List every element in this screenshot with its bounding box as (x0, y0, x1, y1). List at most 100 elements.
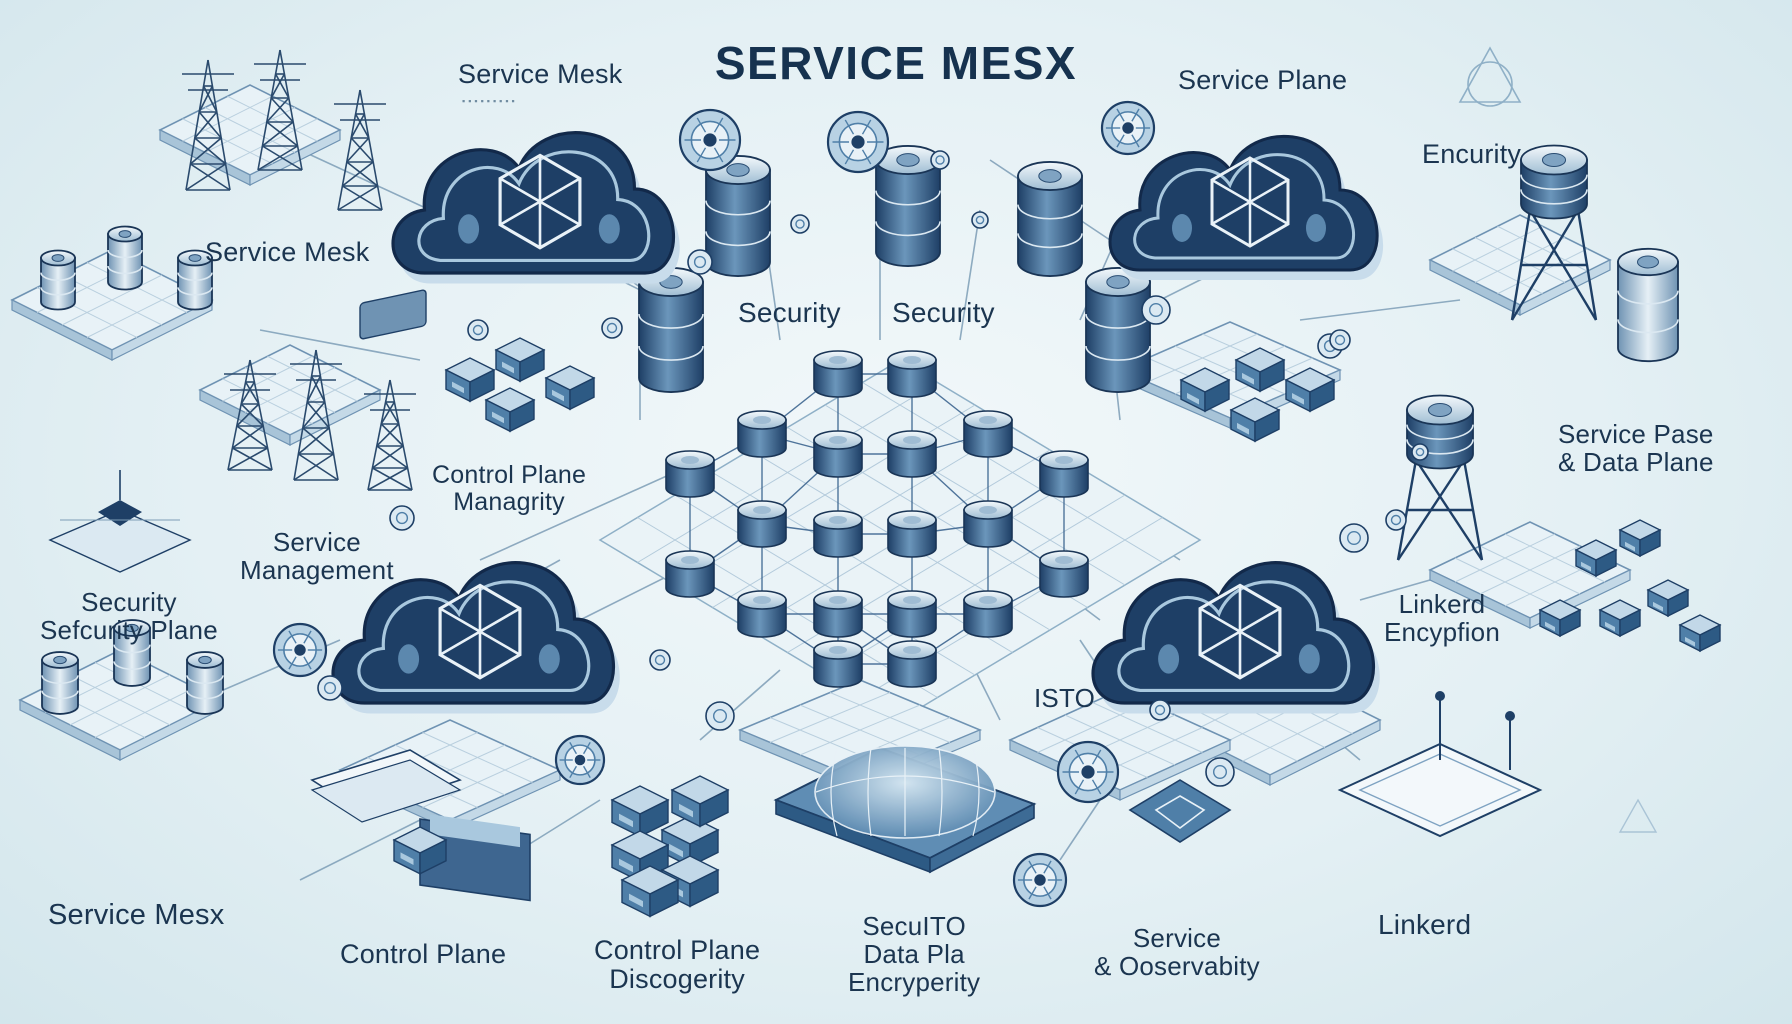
mesh-node-icon (887, 350, 937, 398)
server-box-icon (1234, 347, 1286, 393)
server-rack-icon (610, 785, 670, 838)
security-plane-icon (48, 470, 192, 573)
database-cylinder-icon (40, 249, 76, 311)
water-tower-icon (1510, 209, 1598, 321)
server-rack-icon (1646, 579, 1690, 618)
decorative-triangle-icon (1458, 46, 1522, 107)
mesh-node-icon (887, 640, 937, 688)
connector-line (959, 209, 981, 341)
label-line: Linkerd (1398, 589, 1486, 619)
document-stack-icon (310, 749, 531, 902)
database-cylinder-icon (1617, 247, 1679, 363)
database-cylinder-icon (186, 651, 224, 715)
small-node-icon (1149, 699, 1171, 721)
label-control-plane-discogerity: Control Plane Discogerity (594, 935, 761, 994)
cargo-box-icon (392, 826, 448, 875)
small-node-icon (790, 214, 810, 234)
database-cylinder-icon (1017, 161, 1083, 277)
connector-line (519, 799, 601, 851)
connector-line (299, 149, 431, 211)
server-rack-icon (670, 775, 730, 828)
cloud-icon (331, 561, 620, 714)
server-rack-icon (1618, 519, 1662, 558)
label-line: Control Plane (594, 935, 761, 965)
small-node-icon (1141, 295, 1171, 325)
server-box-icon (494, 337, 546, 383)
target-icon (1100, 100, 1156, 156)
diagram-title: SERVICE MESX (714, 37, 1078, 89)
mesh-node-icon (963, 500, 1013, 548)
small-node-icon (930, 150, 950, 170)
label-linkerd-encyption: Linkerd Encypfion (1384, 590, 1500, 646)
mesh-node-icon (737, 500, 787, 548)
water-tower-icon (1396, 459, 1484, 561)
small-node-icon (317, 675, 343, 701)
database-cylinder-icon (107, 225, 143, 291)
transmission-tower-icon (334, 89, 386, 211)
mesh-node-icon (813, 430, 863, 478)
mesh-node-icon (963, 590, 1013, 638)
connector-line (479, 469, 681, 561)
mesh-node-icon (1039, 550, 1089, 598)
label-control-plane: Control Plane (340, 939, 507, 969)
connector-line (1059, 799, 1101, 861)
target-icon (1056, 740, 1120, 804)
transmission-tower-icon (364, 379, 416, 491)
gear-icon (678, 108, 742, 172)
mesh-node-icon (737, 410, 787, 458)
mesh-node-icon (887, 590, 937, 638)
share-node-icon (272, 622, 328, 678)
gear-icon (1012, 852, 1068, 908)
label-line: SecuITO (862, 911, 966, 941)
tower-tank-icon (1520, 144, 1588, 220)
database-cylinder-icon (113, 619, 151, 687)
tiny-text-marks: ▪▪▪▪▪▪▪▪▪ (462, 96, 518, 106)
database-cylinder-icon (41, 651, 79, 715)
small-node-icon (971, 211, 989, 229)
label-service-observability: Service & Ooservabity (1094, 924, 1260, 980)
mesh-node-icon (887, 510, 937, 558)
transmission-tower-icon (182, 59, 234, 191)
small-node-icon (1205, 757, 1235, 787)
transmission-tower-icon (224, 359, 276, 471)
small-node-icon (389, 505, 415, 531)
small-node-icon (649, 649, 671, 671)
label-line: Encryperity (848, 967, 981, 998)
label-linkerd: Linkerd (1378, 909, 1472, 940)
small-node-icon (467, 319, 489, 341)
mesh-node-icon (1039, 450, 1089, 498)
mesh-node-icon (665, 550, 715, 598)
mesh-node-icon (813, 350, 863, 398)
label-secuito-data-encryperity: SecuITO Data Pla Encryperity (848, 912, 980, 996)
connector-line (1299, 299, 1461, 321)
database-cylinder-icon (875, 145, 941, 267)
server-rack-icon (1678, 614, 1722, 653)
mesh-node-icon (963, 410, 1013, 458)
cloud-icon (391, 131, 680, 284)
small-node-icon (1329, 329, 1351, 351)
label-service-mesk-top: Service Mesk (458, 59, 623, 89)
cloud-icon (1108, 134, 1384, 280)
label-security-plane: Security Sefcurity Plane (40, 588, 218, 644)
observability-icon (1128, 779, 1232, 843)
mesh-node-icon (813, 640, 863, 688)
mesh-node-icon (737, 590, 787, 638)
mesh-node-icon (665, 450, 715, 498)
label-line: Sefcurity Plane (40, 615, 218, 646)
label-line: Data Pla (863, 939, 965, 970)
small-node-icon (601, 317, 623, 339)
label-line: Managrity (453, 488, 565, 516)
label-line: & Data Plane (1558, 447, 1714, 478)
linkerd-panel-icon (1337, 691, 1543, 838)
label-line: Security (81, 587, 177, 617)
mesh-node-icon (887, 430, 937, 478)
label-line: Service (1132, 923, 1221, 953)
label-service-pase-data-plane: Service Pase & Data Plane (1558, 420, 1714, 476)
connector-line (259, 329, 421, 361)
compass-icon (554, 734, 606, 786)
tag-icon (359, 289, 427, 340)
data-plane-device-icon (773, 745, 1037, 874)
label-control-plane-managrity: Control Plane Managrity (432, 462, 586, 516)
label-line: Service Pase (1558, 419, 1714, 449)
